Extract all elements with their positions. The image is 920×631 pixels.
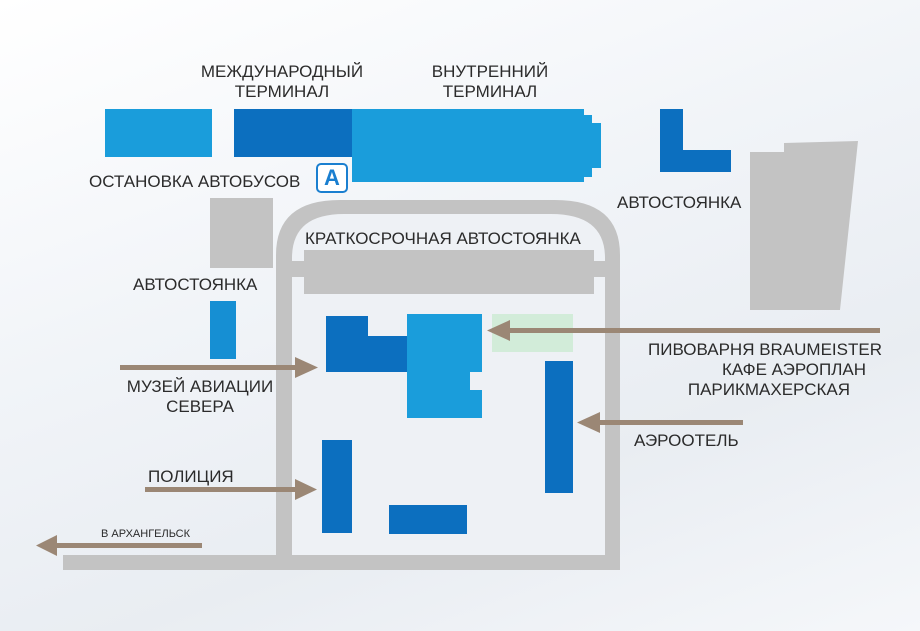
museum-arrow-shaft [120, 365, 300, 370]
aviation-museum-label-line1: МУЗЕЙ АВИАЦИИ [126, 377, 274, 396]
domestic-terminal-label: ВНУТРЕННИЙ ТЕРМИНАЛ [410, 62, 570, 102]
parking-left-block [210, 198, 273, 268]
aviation-museum-label-line2: СЕВЕРА [166, 397, 234, 416]
arkhangelsk-arrow-head [36, 535, 57, 556]
domestic-terminal-label-line2: ТЕРМИНАЛ [442, 82, 538, 101]
police-label: ПОЛИЦИЯ [148, 467, 234, 486]
domestic-terminal-annex-2 [592, 123, 601, 168]
center-building [407, 314, 482, 418]
parking-right-building [750, 141, 858, 310]
brewery-arrow-shaft [505, 328, 880, 333]
parking-right-label: АВТОСТОЯНКА [617, 193, 742, 212]
police-building [322, 440, 352, 533]
aviation-museum-label: МУЗЕЙ АВИАЦИИ СЕВЕРА [110, 377, 290, 417]
bus-stop-label: ОСТАНОВКА АВТОБУСОВ [89, 172, 301, 191]
terminal-left-block [105, 109, 212, 157]
police-arrow-head [295, 479, 317, 500]
museum-arrow-head [295, 357, 318, 378]
to-arkhangelsk-label: В АРХАНГЕЛЬСК [101, 528, 191, 540]
arrows [36, 320, 880, 556]
small-building-left [210, 301, 236, 359]
parking-left-label: АВТОСТОЯНКА [133, 275, 258, 294]
bus-stop-badge: A [316, 163, 348, 193]
aerohotel-building [545, 361, 573, 493]
bottom-building [389, 505, 467, 534]
museum-building [326, 316, 410, 372]
barbershop-label: ПАРИКМАХЕРСКАЯ [687, 380, 850, 399]
arkhangelsk-arrow-shaft [52, 543, 202, 548]
international-terminal-label-line1: МЕЖДУНАРОДНЫЙ [200, 62, 364, 81]
cafe-label: КАФЕ АЭРОПЛАН [721, 360, 866, 379]
brewery-label: ПИВОВАРНЯ BRAUMEISTER [648, 340, 882, 359]
international-terminal-building [234, 109, 356, 157]
domestic-terminal-building [352, 109, 584, 182]
aerohotel-arrow-shaft [595, 420, 743, 425]
domestic-terminal-label-line1: ВНУТРЕННИЙ [431, 62, 549, 81]
aerohotel-arrow-head [577, 412, 600, 433]
international-terminal-label: МЕЖДУНАРОДНЫЙ ТЕРМИНАЛ [190, 62, 374, 102]
police-arrow-shaft [145, 487, 300, 492]
international-terminal-label-line2: ТЕРМИНАЛ [234, 82, 330, 101]
short-term-parking-label: КРАТКОСРОЧНАЯ АВТОСТОЯНКА [305, 229, 581, 248]
right-l-building [660, 109, 731, 172]
domestic-terminal-annex [584, 115, 592, 177]
brewery-arrow-head [487, 320, 510, 341]
aerohotel-label: АЭРООТЕЛЬ [634, 431, 739, 450]
short-term-parking-strip-ext [292, 261, 605, 277]
